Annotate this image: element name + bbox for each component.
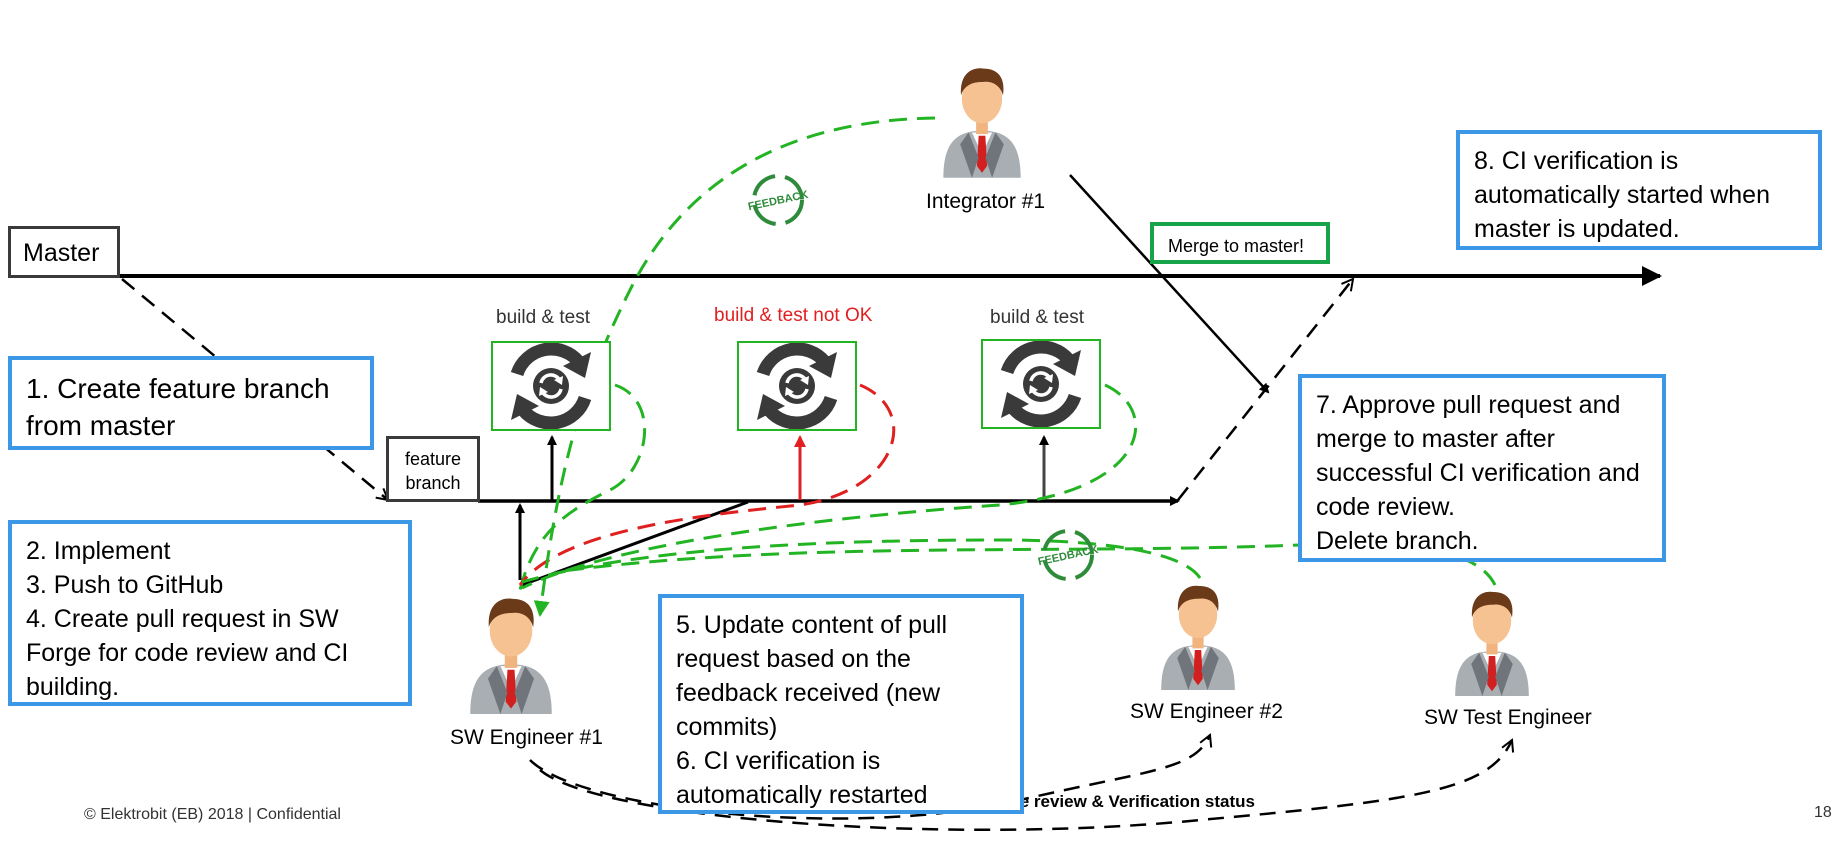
merge-label: Merge to master!	[1168, 236, 1305, 256]
step-8-line-2: automatically started when	[1474, 181, 1770, 209]
step-8-box: 8. CI verification is automatically star…	[1456, 130, 1822, 250]
person-icon	[1455, 591, 1529, 696]
ci-label-1: build & test	[496, 307, 590, 328]
ci-build-box-3	[981, 339, 1101, 429]
step-1-line-1: 1. Create feature branch	[26, 373, 330, 404]
feature-branch-box: feature branch	[386, 436, 480, 502]
integrator-arrow	[1069, 174, 1270, 394]
person-icon	[943, 68, 1021, 178]
ci-cycle-icon-1	[510, 342, 592, 430]
step-5-line-5: 6. CI verification is	[676, 747, 881, 775]
page-number: 18	[1814, 804, 1832, 821]
person-icon	[1161, 585, 1235, 690]
engineer2-name: SW Engineer #2	[1130, 700, 1283, 723]
step-7-line-4: code review.	[1316, 493, 1455, 521]
review-status-label: le review & Verification status	[1015, 792, 1255, 811]
ci-cycle-icon-2	[756, 342, 838, 430]
master-box: Master	[8, 226, 120, 278]
review-arrow-tester	[539, 740, 1512, 832]
feature-label-line2: branch	[405, 473, 461, 493]
ci-cycle-icon-3	[1000, 340, 1082, 428]
ci-feedback-ok-3	[521, 383, 1138, 590]
step-2-line-3: 4. Create pull request in SW	[26, 605, 339, 633]
step-7-line-5: Delete branch.	[1316, 527, 1479, 555]
step-5-line-2: request based on the	[676, 645, 911, 673]
step-2-line-1: 2. Implement	[26, 537, 171, 565]
engineer2-feedback	[521, 538, 1202, 584]
step-7-line-3: successful CI verification and	[1316, 459, 1640, 487]
step-2-line-2: 3. Push to GitHub	[26, 571, 224, 599]
step-5-line-1: 5. Update content of pull	[676, 611, 948, 639]
feedback-badge-2: FEEDBACK	[1037, 529, 1099, 581]
integrator-feedback	[533, 116, 936, 617]
step-5-line-6: automatically restarted	[676, 781, 928, 809]
step-7-box: 7. Approve pull request and merge to mas…	[1298, 374, 1666, 562]
step-5-line-3: feedback received (new	[676, 679, 941, 707]
step-8-line-3: master is updated.	[1474, 215, 1680, 243]
engineer1-name: SW Engineer #1	[450, 726, 603, 749]
engineer2-avatar	[1158, 578, 1238, 695]
tester-name: SW Test Engineer	[1424, 706, 1592, 729]
integrator-name: Integrator #1	[926, 190, 1046, 213]
engineer1-avatar	[456, 590, 566, 719]
step-7-line-2: merge to master after	[1316, 425, 1555, 453]
ci-label-3: build & test	[990, 307, 1084, 328]
step-2-4-box: 2. Implement 3. Push to GitHub 4. Create…	[8, 520, 412, 706]
step-1-line-2: from master	[26, 410, 176, 441]
feature-label-line1: feature	[404, 449, 462, 469]
ci-build-box-1	[491, 341, 611, 431]
step-7-line-1: 7. Approve pull request and	[1316, 391, 1621, 419]
merge-to-master-box: Merge to master!	[1150, 222, 1330, 264]
person-icon	[470, 598, 552, 714]
ci-label-2: build & test not OK	[714, 305, 873, 326]
branch-off-arrow	[121, 278, 388, 500]
step-2-line-4: Forge for code review and CI	[26, 639, 349, 667]
integrator-avatar	[940, 60, 1024, 183]
step-2-line-5: building.	[26, 673, 120, 701]
ci-feedback-ok-1	[518, 383, 647, 591]
step-1-box: 1. Create feature branch from master	[8, 356, 374, 450]
tester-avatar	[1452, 584, 1532, 701]
feedback-badge-1: FEEDBACK	[747, 174, 809, 226]
ci-build-box-2	[737, 341, 857, 431]
footer-copyright: © Elektrobit (EB) 2018 | Confidential	[84, 806, 341, 823]
step-5-6-box: 5. Update content of pull request based …	[658, 594, 1024, 814]
step-5-line-4: commits)	[676, 713, 778, 741]
master-label: Master	[23, 239, 100, 267]
step-8-line-1: 8. CI verification is	[1474, 147, 1679, 175]
